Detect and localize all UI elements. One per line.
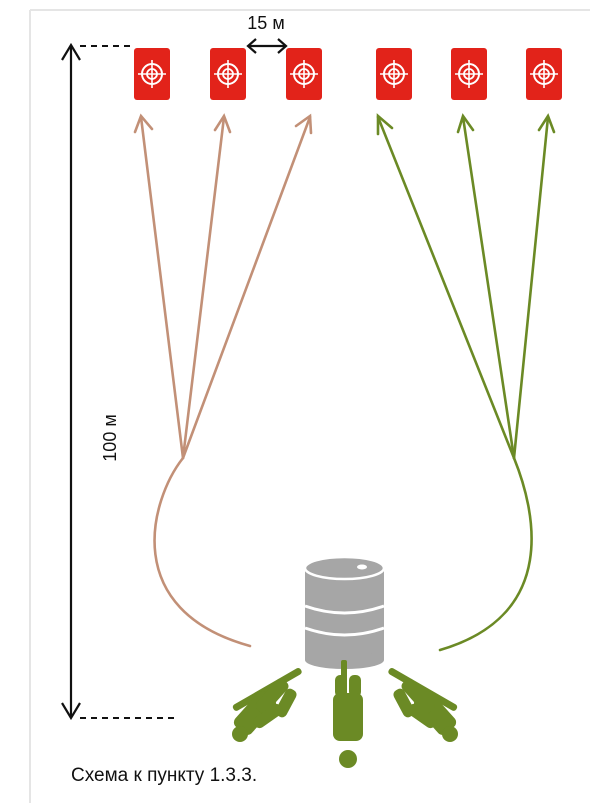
right-arrow-1 — [376, 115, 516, 460]
target-1 — [133, 47, 171, 101]
right-arrow-2 — [461, 115, 516, 460]
left-arrow-3 — [181, 115, 312, 460]
target-6 — [525, 47, 563, 101]
diagram-caption: Схема к пункту 1.3.3. — [71, 765, 257, 786]
left-loop-curve — [153, 456, 252, 648]
spacing-dimension: 15 м — [246, 13, 288, 54]
distance-label: 100 м — [100, 414, 120, 461]
target-3 — [285, 47, 323, 101]
left-arrow-1-head — [133, 113, 154, 134]
spacing-label: 15 м — [247, 13, 284, 33]
shooter-left-icon — [232, 668, 302, 742]
spacing-arrow-head-left — [246, 38, 257, 54]
right-movement-path — [376, 113, 556, 652]
distance-arrow-head-bottom — [61, 702, 81, 721]
shooter-center-icon — [333, 660, 363, 768]
target-2 — [209, 47, 247, 101]
right-arrow-2-head — [456, 113, 475, 134]
right-arrow-3 — [512, 115, 550, 460]
right-loop-curve — [438, 456, 533, 652]
distance-arrow-head-top — [61, 42, 81, 61]
spacing-arrow-head-right — [277, 38, 288, 54]
right-arrow-1-head — [376, 113, 394, 136]
right-arrow-3-head — [537, 113, 556, 134]
distance-dimension: 100 м — [61, 42, 175, 721]
shooter-right-icon — [388, 668, 458, 742]
left-movement-path — [133, 113, 313, 648]
barrel-icon — [303, 555, 386, 669]
left-arrow-2-head — [213, 113, 232, 134]
left-arrow-3-head — [294, 113, 313, 135]
left-arrow-2 — [181, 115, 226, 460]
target-4 — [375, 47, 413, 101]
left-arrow-1 — [139, 115, 185, 460]
target-5 — [450, 47, 488, 101]
